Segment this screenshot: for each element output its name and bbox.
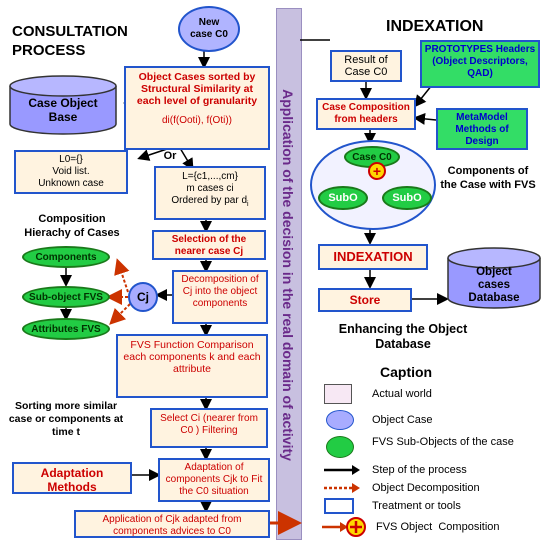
indexation-box: INDEXATION: [318, 244, 428, 270]
fvs-comparison-text: FVS Function Comparison each components …: [123, 339, 261, 375]
subo-left-label: SubO: [328, 192, 358, 204]
legend-step: Step of the process: [372, 464, 467, 476]
legend-decomposition-arrow-icon: [324, 483, 360, 493]
hier-components-label: Components: [35, 251, 97, 263]
prototypes-box: PROTOTYPES Headers (Object Descriptors, …: [420, 40, 540, 88]
cj-label: Cj: [137, 290, 149, 304]
decomposition-box: Decomposition of Cj into the object comp…: [172, 270, 268, 324]
hier-attributes-oval: Attributes FVS: [22, 318, 110, 340]
adaptation-methods-box: Adaptation Methods: [12, 462, 132, 494]
hier-components-oval: Components: [22, 246, 110, 268]
result-box: Result of Case C0: [330, 50, 402, 82]
nearer-case-text: Selection of the nearer case Cj: [171, 234, 247, 257]
case-composition-box: Case Composition from headers: [316, 98, 416, 130]
sorted-cases-formula: di(f(Ooti), f(Oti)): [162, 115, 232, 126]
application-box: Application of Cjk adapted from componen…: [74, 510, 270, 538]
sorted-cases-text: Object Cases sorted by Structural Simila…: [136, 71, 258, 107]
sorting-text: Sorting more similar case or components …: [8, 400, 124, 438]
object-cases-db-icon: [447, 247, 541, 309]
legend-treatment: Treatment or tools: [372, 500, 461, 512]
void-list-text: Void list.: [52, 166, 90, 177]
components-case-title: Components of the Case with FVS: [440, 165, 536, 191]
sorted-cases-box: Object Cases sorted by Structural Simila…: [124, 66, 270, 150]
metamodel-text: MetaModel Methods of Design: [455, 112, 509, 147]
subo-left-oval: SubO: [318, 186, 368, 210]
void-list-box: L0={} Void list. Unknown case: [14, 150, 128, 194]
new-case-oval: New case C0: [178, 6, 240, 52]
legend-actual-world-swatch: [324, 384, 352, 404]
select-ci-box: Select Ci (nearer from C0 ) Filtering: [150, 408, 268, 448]
hier-subobject-oval: Sub-object FVS: [22, 286, 110, 308]
fvs-comparison-box: FVS Function Comparison each components …: [116, 334, 268, 398]
m-cases-box: L={c1,...,cm} m cases ci Ordered by par …: [154, 166, 266, 220]
mcases-l: L={c1,...,cm}: [182, 171, 238, 182]
legend-actual-world: Actual world: [372, 388, 432, 400]
void-unknown: Unknown case: [38, 178, 104, 189]
mcases-ordered: Ordered by par d: [171, 195, 248, 206]
metamodel-box: MetaModel Methods of Design: [436, 108, 528, 150]
result-text: Result of Case C0: [344, 54, 388, 78]
mcases-m: m cases ci: [186, 183, 234, 194]
select-ci-text: Select Ci (nearer from C0 ) Filtering: [160, 413, 258, 436]
enhancing-title: Enhancing the Object Database: [338, 322, 468, 351]
store-box: Store: [318, 288, 412, 312]
case-c0-oval: Case C0: [344, 146, 400, 168]
subo-right-oval: SubO: [382, 186, 432, 210]
subo-right-label: SubO: [392, 192, 422, 204]
decomposition-text: Decomposition of Cj into the object comp…: [181, 274, 259, 309]
legend-treatment-swatch: [324, 498, 354, 514]
legend-fvs-composition: FVS Object Composition: [376, 521, 500, 533]
new-case-label: New case C0: [190, 17, 228, 40]
legend-step-arrow-icon: [324, 465, 360, 475]
prototypes-text: PROTOTYPES Headers (Object Descriptors, …: [424, 44, 536, 79]
case-components-ellipse: [310, 140, 436, 230]
fvs-composition-plus-icon: +: [368, 162, 386, 180]
legend-fvs-subobject-swatch: [326, 436, 354, 458]
case-c0-label: Case C0: [352, 151, 392, 163]
real-domain-banner: [276, 8, 302, 540]
nearer-case-box: Selection of the nearer case Cj: [152, 230, 266, 260]
legend-object-case: Object Case: [372, 414, 433, 426]
void-l0: L0={}: [59, 154, 83, 165]
legend-fvs-subobjects: FVS Sub-Objects of the case: [372, 436, 514, 448]
legend-object-case-swatch: [326, 410, 354, 430]
legend-caption: Caption: [380, 364, 433, 380]
application-text: Application of Cjk adapted from componen…: [102, 514, 242, 537]
case-composition-text: Case Composition from headers: [322, 102, 410, 125]
legend-fvs-composition-icon: [322, 517, 366, 537]
object-cases-db-label: Object cases Database: [468, 266, 520, 304]
case-object-base-db-icon: [9, 75, 117, 135]
consultation-title: CONSULTATION PROCESS: [12, 23, 128, 59]
composition-hierarchy-title: Composition Hierachy of Cases: [24, 213, 120, 239]
adaptation-components-text: Adaptation of components Cjk to Fit the …: [165, 462, 263, 497]
adaptation-components-box: Adaptation of components Cjk to Fit the …: [158, 458, 270, 502]
legend-decomposition: Object Decomposition: [372, 482, 480, 494]
adaptation-methods-text: Adaptation Methods: [40, 466, 104, 494]
indexation-title: INDEXATION: [386, 18, 484, 35]
store-text: Store: [349, 293, 381, 307]
case-object-base-label: Case Object Base: [28, 96, 98, 124]
hier-attributes-label: Attributes FVS: [31, 323, 101, 335]
cj-circle: Cj: [128, 282, 158, 312]
or-label: Or: [163, 150, 177, 162]
hier-subobject-label: Sub-object FVS: [29, 291, 103, 303]
indexation-box-text: INDEXATION: [333, 249, 413, 264]
